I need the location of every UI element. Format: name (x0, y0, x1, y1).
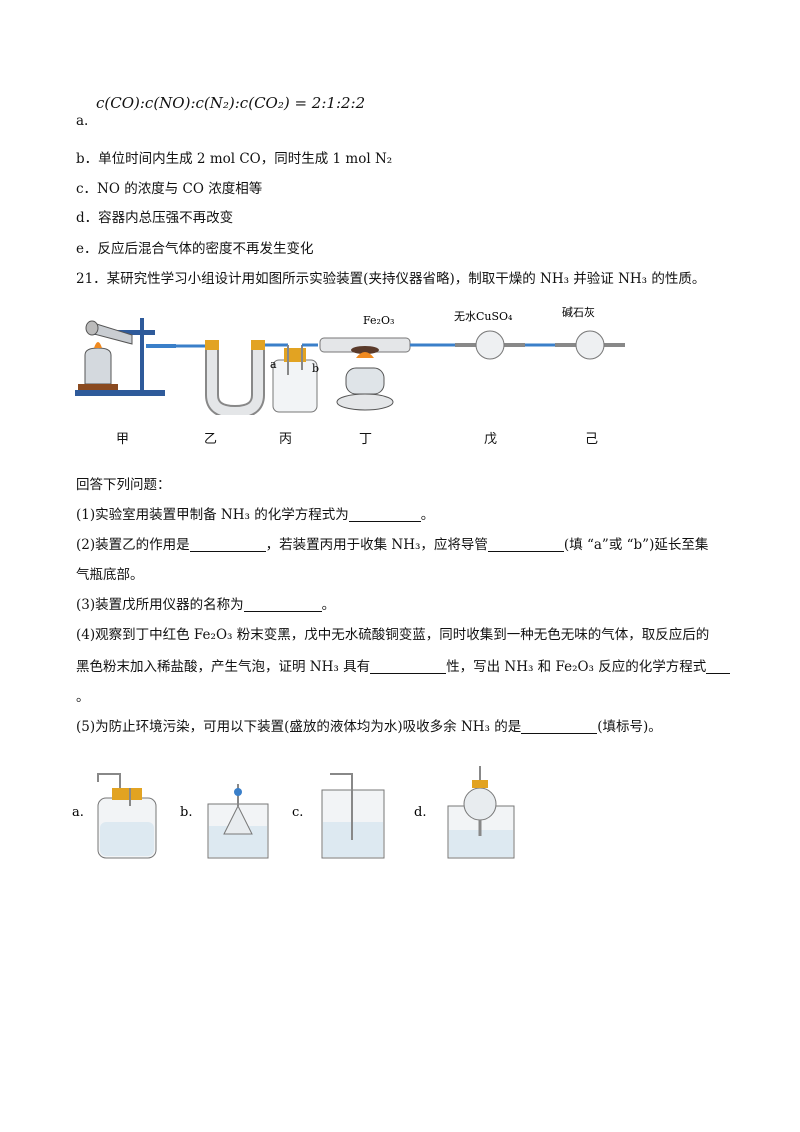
sub-question-2-text: (2)装置乙的作用是 (76, 537, 190, 553)
absorption-option-b: b. (180, 784, 269, 859)
apparatus-label-ji: 己 (585, 432, 599, 447)
option-a-label: a. (76, 113, 89, 129)
sub-question-2-line2: 气瓶底部。 (76, 567, 144, 583)
sub-question-4-end: 。 (76, 689, 90, 705)
sub-question-3-end: 。 (321, 597, 336, 613)
sub-question-5-end: (填标号)。 (597, 719, 662, 735)
apparatus-ji: 碱石灰 (555, 305, 625, 360)
option-e: e．反应后混合气体的密度不再发生变化 (76, 241, 314, 257)
option-b: b．单位时间内生成 2 mol CO，同时生成 1 mol N₂ (76, 151, 393, 167)
sub-question-3: (3)装置戊所用仪器的名称为 。 (76, 596, 335, 614)
answer-blank-5[interactable] (521, 719, 598, 734)
sub-question-2: (2)装置乙的作用是 ，若装置丙用于收集 NH₃，应将导管 (填 “a”或 “b”)… (76, 536, 708, 554)
option-label-a: a. (72, 805, 84, 820)
answer-prompt: 回答下列问题： (76, 477, 171, 493)
question-21-stem: 21．某研究性学习小组设计用如图所示实验装置(夹持仪器省略)，制取干燥的 NH₃… (76, 271, 706, 287)
absorption-options-figure: a. b. c. d. (72, 766, 515, 859)
sub-question-1: (1)实验室用装置甲制备 NH₃ 的化学方程式为 。 (76, 506, 434, 524)
sub-question-4: (4)观察到丁中红色 Fe₂O₃ 粉末变黑，戊中无水硫酸铜变蓝，同时收集到一种无… (76, 627, 710, 643)
port-b-label: b (312, 362, 319, 375)
apparatus-figure: a b Fe₂O₃ 无水CuSO₄ 碱石灰 (75, 305, 625, 415)
sub-question-4-mid: 性，写出 NH₃ 和 Fe₂O₃ 反应的化学方程式 (446, 659, 707, 675)
sub-question-3-text: (3)装置戊所用仪器的名称为 (76, 597, 244, 613)
sub-question-5-text: (5)为防止环境污染，可用以下装置(盛放的液体均为水)吸收多余 NH₃ 的是 (76, 719, 522, 735)
option-a-formula: c(CO):c(NO):c(N₂):c(CO₂) = 2:1:2:2 (96, 94, 366, 112)
apparatus-bing: a b (270, 345, 319, 413)
apparatus-wu: 无水CuSO₄ (454, 310, 525, 360)
absorption-option-d: d. (414, 766, 515, 859)
answer-blank-2a[interactable] (189, 537, 266, 552)
apparatus-label-ding: 丁 (359, 432, 373, 447)
answer-blank-1[interactable] (348, 507, 421, 522)
option-c: c．NO 的浓度与 CO 浓度相等 (76, 181, 263, 197)
answer-blank-4a[interactable] (370, 659, 447, 674)
absorption-option-a: a. (72, 773, 157, 859)
port-a-label: a (270, 358, 277, 371)
apparatus-label-bing: 丙 (279, 432, 293, 447)
apparatus-label-wu: 戊 (484, 432, 498, 447)
answer-blank-2b[interactable] (487, 537, 564, 552)
apparatus-jia (75, 318, 176, 396)
apparatus-yi (205, 340, 265, 415)
option-label-d: d. (414, 805, 426, 820)
option-label-b: b. (180, 805, 192, 820)
apparatus-label-yi: 乙 (204, 432, 218, 447)
apparatus-label-jia: 甲 (116, 432, 130, 447)
absorption-option-c: c. (292, 773, 385, 859)
apparatus-ding: Fe₂O₃ (319, 314, 411, 411)
fe2o3-label: Fe₂O₃ (363, 314, 394, 327)
sub-question-1-end: 。 (420, 507, 435, 523)
answer-blank-3[interactable] (243, 597, 322, 612)
sub-question-1-text: (1)实验室用装置甲制备 NH₃ 的化学方程式为 (76, 507, 349, 523)
sub-question-2-mid: ，若装置丙用于收集 NH₃，应将导管 (265, 537, 488, 553)
sub-question-2-end: (填 “a”或 “b”)延长至集 (563, 537, 709, 553)
sub-question-5: (5)为防止环境污染，可用以下装置(盛放的液体均为水)吸收多余 NH₃ 的是 (填… (76, 718, 662, 736)
sub-question-4-text: 黑色粉末加入稀盐酸，产生气泡，证明 NH₃ 具有 (76, 659, 371, 675)
option-d: d．容器内总压强不再改变 (76, 210, 234, 226)
sub-question-4-line2: 黑色粉末加入稀盐酸，产生气泡，证明 NH₃ 具有 性，写出 NH₃ 和 Fe₂O₃… (76, 658, 731, 676)
cuso4-label: 无水CuSO₄ (454, 310, 513, 323)
answer-blank-4b[interactable] (706, 659, 731, 674)
lime-label: 碱石灰 (562, 305, 595, 319)
option-label-c: c. (292, 805, 303, 820)
